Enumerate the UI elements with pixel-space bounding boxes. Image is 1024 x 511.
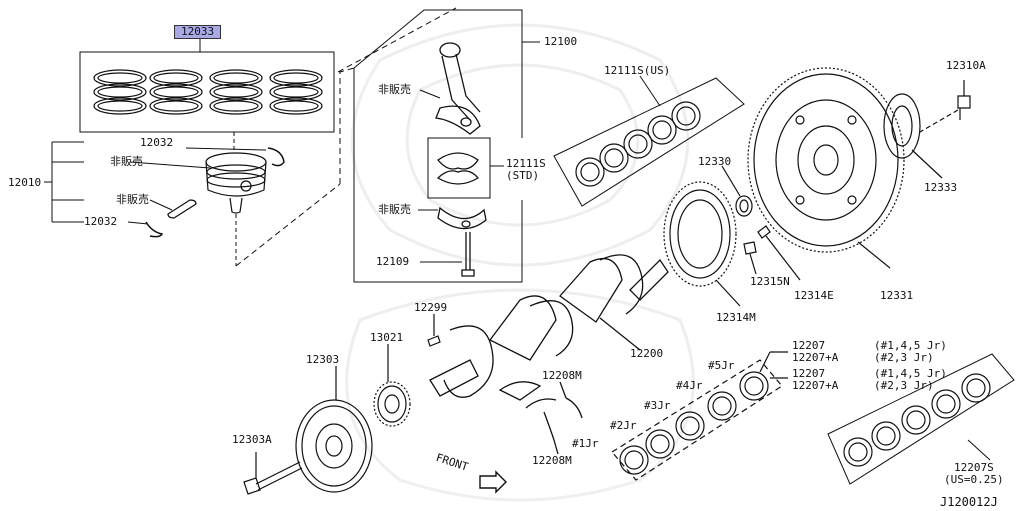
piston-ring-set bbox=[93, 69, 323, 115]
not-for-sale-pin-label: 非販売 bbox=[116, 193, 149, 206]
part-12207-note-a: (#1,4,5 Jr) bbox=[874, 339, 947, 352]
part-12111s-us-label[interactable]: 12111S(US) bbox=[604, 64, 671, 77]
journal-2-label: #2Jr bbox=[610, 419, 637, 432]
bearing-us-box-bottom bbox=[827, 353, 1015, 485]
woodruff-key bbox=[427, 314, 441, 347]
part-12207a-note-a: (#2,3 Jr) bbox=[874, 351, 934, 364]
watermark-logo bbox=[345, 23, 695, 502]
connecting-rod-panel bbox=[337, 7, 540, 283]
journal-5-label: #5Jr bbox=[708, 359, 735, 372]
bearing-us-box-top bbox=[553, 75, 745, 207]
rod-bolt bbox=[461, 232, 475, 277]
dowel-pin bbox=[757, 225, 801, 281]
part-12111s-std-label[interactable]: 12111S bbox=[506, 157, 546, 170]
reinforcement-plate bbox=[883, 93, 943, 179]
part-12200-label[interactable]: 12200 bbox=[630, 347, 664, 360]
part-12207a-label-a[interactable]: 12207+A bbox=[792, 351, 839, 364]
part-12303a-label[interactable]: 12303A bbox=[232, 433, 272, 446]
piston bbox=[205, 152, 267, 214]
part-12207a-label-b[interactable]: 12207+A bbox=[792, 379, 839, 392]
piston-pin bbox=[167, 199, 197, 219]
part-12314m-label[interactable]: 12314M bbox=[716, 311, 756, 324]
pulley-bolt bbox=[243, 452, 303, 495]
front-arrow bbox=[479, 470, 507, 494]
part-12208m-bottom-label[interactable]: 12208M bbox=[532, 454, 572, 467]
part-12111s-std-note: (STD) bbox=[506, 169, 540, 182]
diagram-code: J120012J bbox=[940, 495, 998, 509]
flywheel bbox=[747, 67, 905, 269]
journal-4-label: #4Jr bbox=[676, 379, 703, 392]
not-for-sale-rod-label: 非販売 bbox=[378, 83, 411, 96]
main-bearings bbox=[611, 351, 788, 481]
signal-plate bbox=[663, 181, 741, 307]
crank-pulley bbox=[295, 366, 373, 493]
part-12315n-label[interactable]: 12315N bbox=[750, 275, 790, 288]
part-12032-bottom-label[interactable]: 12032 bbox=[84, 215, 118, 228]
not-for-sale-piston-label: 非販売 bbox=[110, 155, 143, 168]
part-12100-label[interactable]: 12100 bbox=[544, 35, 578, 48]
flywheel-bolt bbox=[919, 80, 971, 133]
part-12207s-note: (US=0.25) bbox=[944, 473, 1004, 486]
part-12303-label[interactable]: 12303 bbox=[306, 353, 340, 366]
part-12331-label[interactable]: 12331 bbox=[880, 289, 914, 302]
thrust-washers bbox=[525, 381, 583, 455]
rod-bearing bbox=[436, 152, 479, 185]
part-12033-label[interactable]: 12033 bbox=[174, 25, 222, 39]
part-12207s-label[interactable]: 12207S bbox=[954, 461, 994, 474]
part-12299-label[interactable]: 12299 bbox=[414, 301, 448, 314]
part-12032-top-label[interactable]: 12032 bbox=[140, 136, 174, 149]
part-12333-label[interactable]: 12333 bbox=[924, 181, 958, 194]
part-12207-note-b: (#1,4,5 Jr) bbox=[874, 367, 947, 380]
part-12207-label-a[interactable]: 12207 bbox=[792, 339, 826, 352]
connecting-rod bbox=[435, 42, 481, 135]
part-12207a-note-b: (#2,3 Jr) bbox=[874, 379, 934, 392]
part-12010-label[interactable]: 12010 bbox=[8, 176, 42, 189]
part-12314e-label[interactable]: 12314E bbox=[794, 289, 834, 302]
piston-assembly bbox=[44, 141, 341, 267]
part-12207-label-b[interactable]: 12207 bbox=[792, 367, 826, 380]
part-12310a-label[interactable]: 12310A bbox=[946, 59, 986, 72]
part-12330-label[interactable]: 12330 bbox=[698, 155, 732, 168]
pilot-bolt bbox=[743, 241, 757, 275]
rod-cap bbox=[437, 206, 487, 230]
piston-rings-box bbox=[79, 38, 335, 152]
crankshaft bbox=[429, 254, 669, 401]
journal-1-label: #1Jr bbox=[572, 437, 599, 450]
journal-3-label: #3Jr bbox=[644, 399, 671, 412]
part-13021-label[interactable]: 13021 bbox=[370, 331, 404, 344]
snap-ring-bottom bbox=[145, 221, 164, 238]
part-12109-label[interactable]: 12109 bbox=[376, 255, 410, 268]
crank-sprocket bbox=[373, 344, 411, 427]
part-12208m-top-label[interactable]: 12208M bbox=[542, 369, 582, 382]
snap-ring-top bbox=[267, 147, 285, 167]
not-for-sale-cap-label: 非販売 bbox=[378, 203, 411, 216]
rear-oil-seal bbox=[721, 165, 753, 217]
